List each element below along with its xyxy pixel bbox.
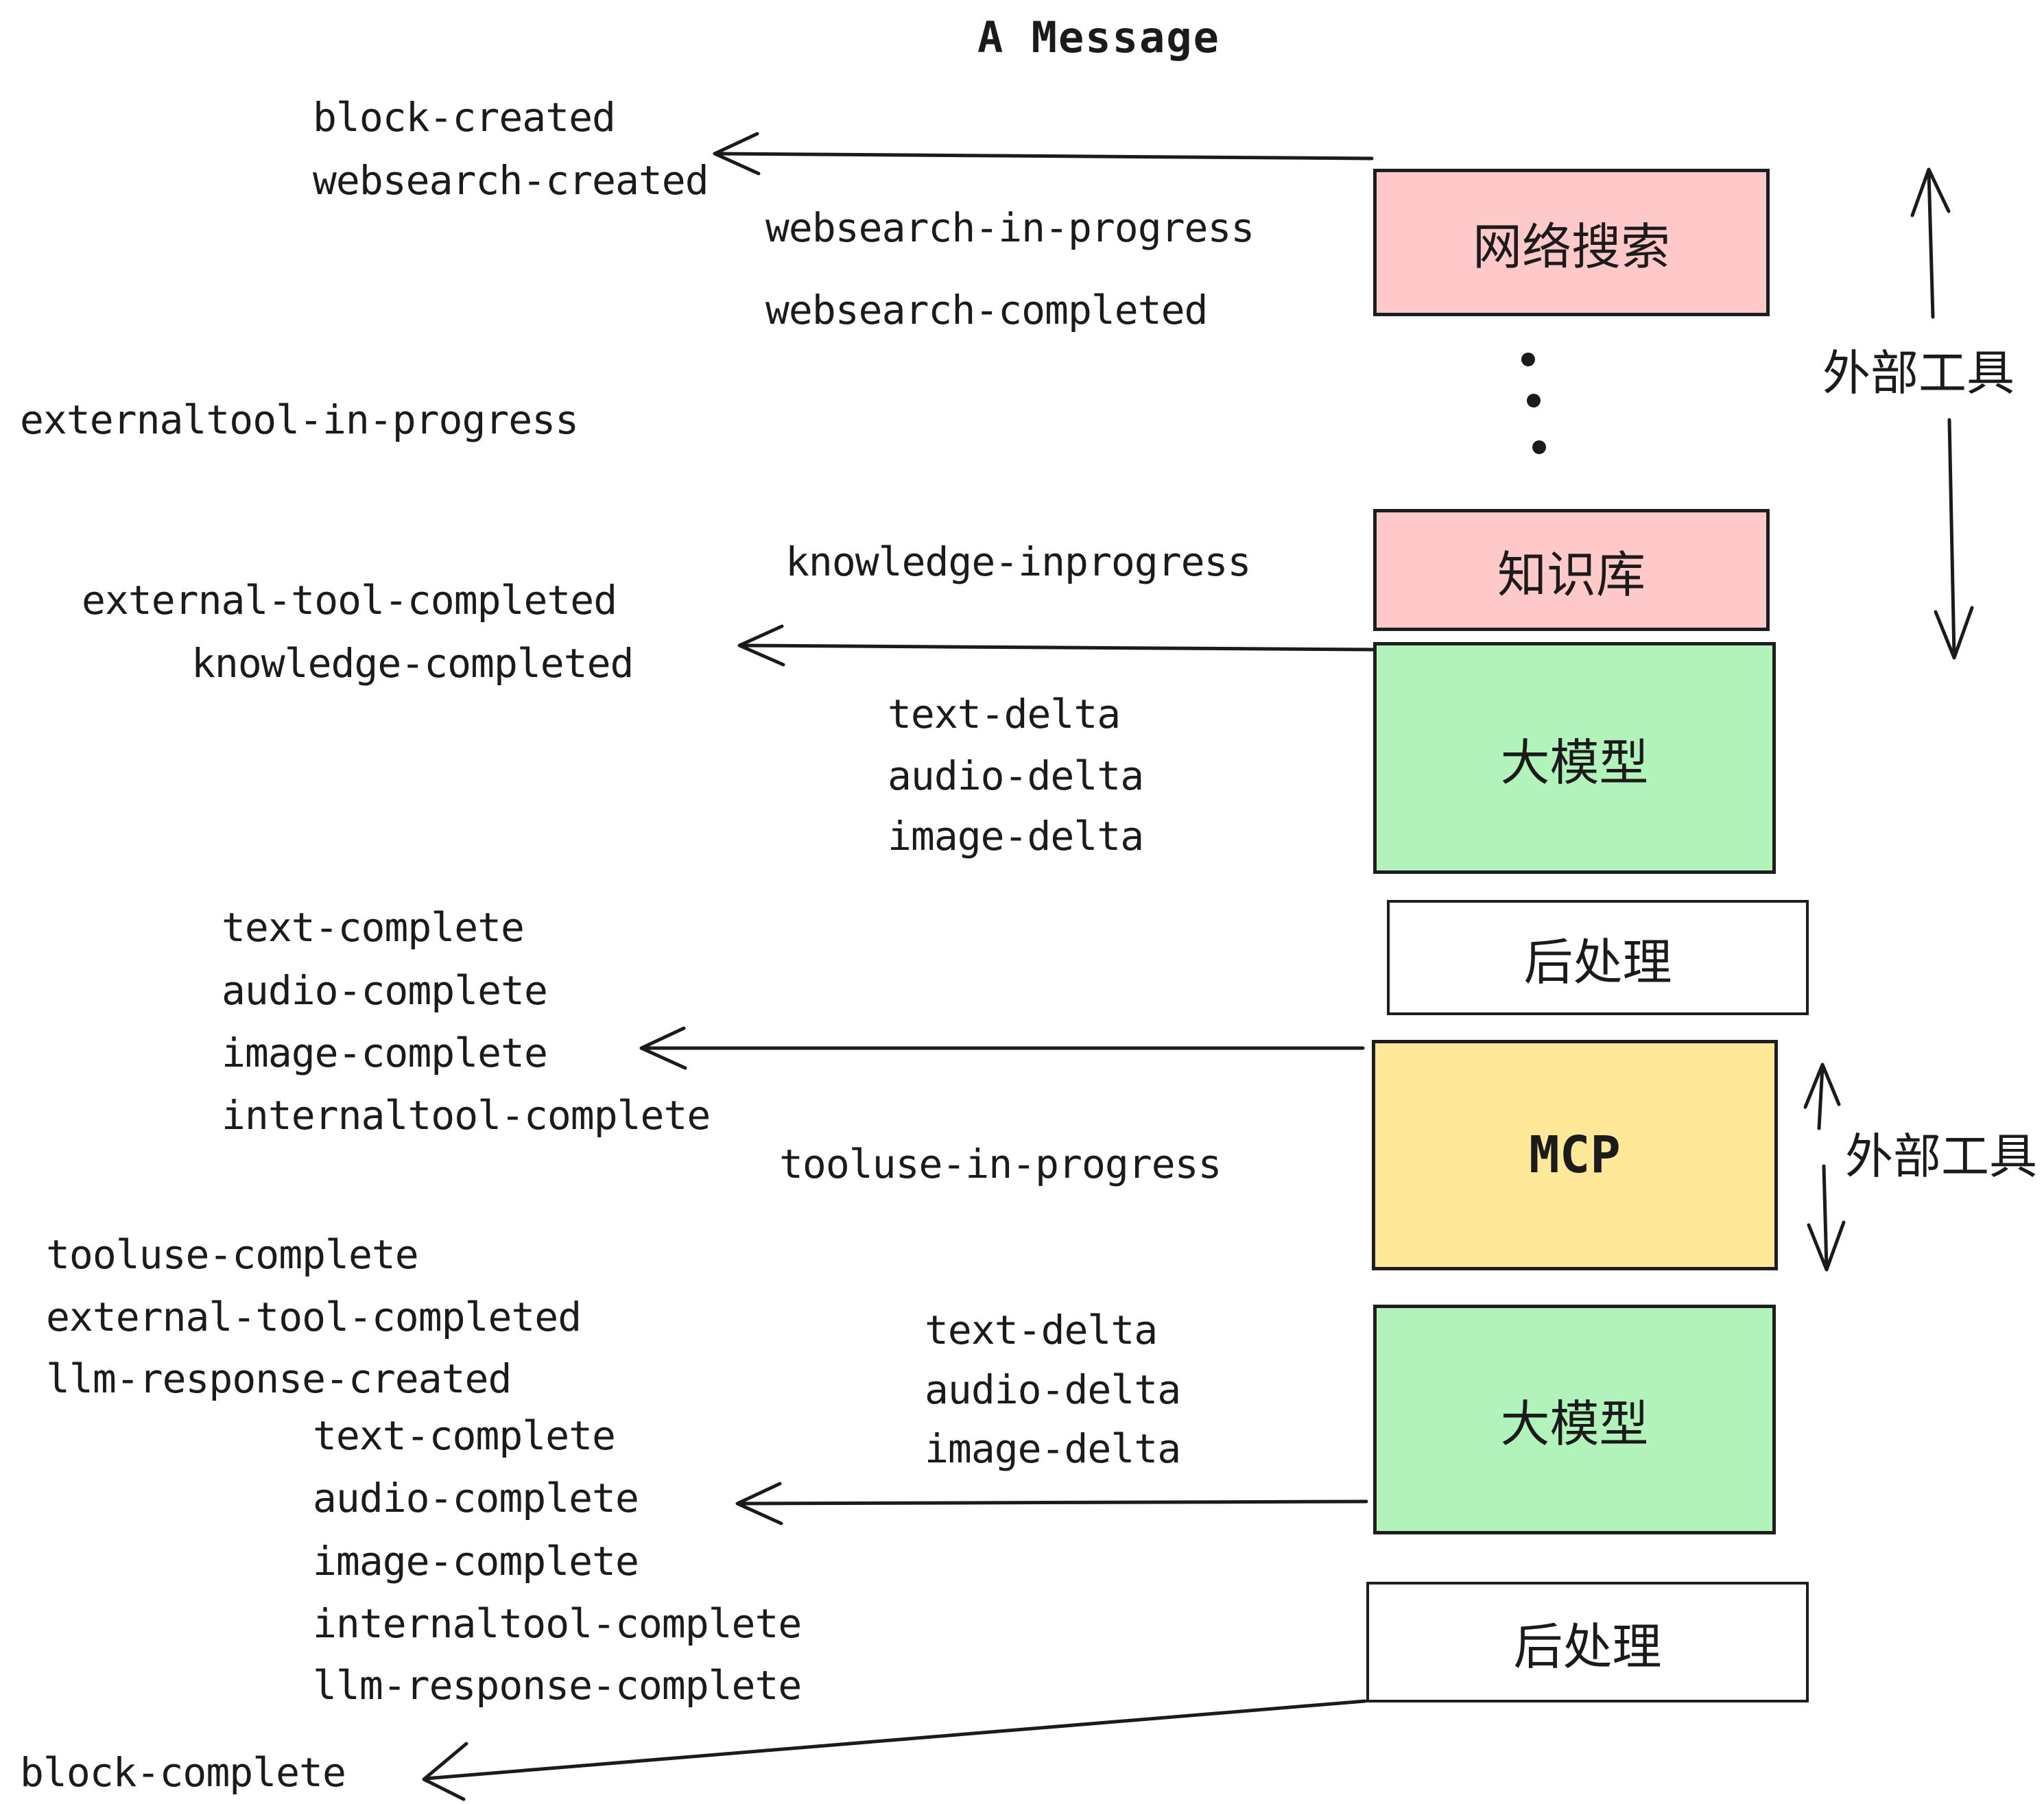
event-internaltool-complete-1: internaltool-complete (222, 1092, 711, 1139)
box-knowledge-label: 知识库 (1497, 545, 1645, 604)
event-audio-complete-2: audio-complete (313, 1475, 639, 1521)
event-llm-response-created: llm-response-created (46, 1355, 512, 1402)
box-llm-1: 大模型 (1373, 642, 1776, 874)
box-postprocess-1: 后处理 (1387, 900, 1809, 1015)
arrow-knowledge-completed (737, 624, 1375, 667)
event-knowledge-inprogress: knowledge-inprogress (785, 538, 1251, 585)
event-text-complete-1: text-complete (222, 904, 525, 951)
arrow-mcp-external-up (1803, 1063, 1841, 1130)
event-externaltool-in-progress: externaltool-in-progress (20, 396, 579, 443)
arrow-external-tools-down (1934, 418, 1974, 660)
arrow-mcp-external-down (1807, 1164, 1846, 1272)
label-external-tools-mcp: 外部工具 (1845, 1128, 2037, 1185)
event-internaltool-complete-2: internaltool-complete (313, 1600, 802, 1647)
event-tooluse-complete: tooluse-complete (46, 1231, 419, 1278)
event-block-complete: block-complete (20, 1749, 346, 1796)
box-knowledge: 知识库 (1373, 509, 1770, 631)
event-knowledge-completed: knowledge-completed (191, 640, 634, 687)
box-postprocess-1-label: 后处理 (1523, 933, 1672, 991)
event-text-delta-2: text-delta (925, 1307, 1158, 1353)
event-llm-response-complete: llm-response-complete (313, 1662, 802, 1709)
box-websearch: 网络搜索 (1373, 169, 1770, 316)
box-mcp: MCP (1372, 1040, 1778, 1270)
box-postprocess-2-label: 后处理 (1513, 1617, 1662, 1676)
box-llm-2: 大模型 (1373, 1305, 1776, 1534)
box-websearch-label: 网络搜索 (1472, 218, 1670, 276)
event-external-tool-completed-2: external-tool-completed (46, 1294, 582, 1340)
arrow-websearch-created (713, 132, 1374, 176)
box-mcp-label: MCP (1529, 1126, 1621, 1185)
arrow-external-tools-up (1910, 167, 1951, 319)
box-llm-1-label: 大模型 (1500, 733, 1649, 792)
diagram-title: A Message (977, 12, 1220, 62)
event-audio-delta-1: audio-delta (888, 752, 1144, 799)
event-external-tool-completed: external-tool-completed (82, 577, 617, 624)
arrow-block-complete (422, 1699, 1367, 1801)
vertical-ellipsis-icon (1521, 353, 1546, 454)
event-websearch-completed: websearch-completed (765, 287, 1208, 333)
event-image-delta-1: image-delta (888, 813, 1144, 859)
arrow-image-complete (639, 1026, 1365, 1070)
label-external-tools-top: 外部工具 (1822, 345, 2015, 401)
event-text-delta-1: text-delta (888, 691, 1121, 737)
event-audio-complete-1: audio-complete (222, 967, 548, 1014)
box-postprocess-2: 后处理 (1366, 1582, 1809, 1702)
event-text-complete-2: text-complete (313, 1412, 616, 1459)
event-websearch-in-progress: websearch-in-progress (765, 204, 1255, 251)
box-llm-2-label: 大模型 (1500, 1395, 1649, 1453)
event-image-delta-2: image-delta (925, 1425, 1181, 1472)
event-image-complete-2: image-complete (313, 1538, 639, 1585)
arrow-audio-complete (735, 1482, 1368, 1526)
event-tooluse-in-progress: tooluse-in-progress (779, 1141, 1222, 1187)
event-websearch-created: websearch-created (313, 157, 709, 204)
event-block-created: block-created (313, 94, 616, 141)
event-audio-delta-2: audio-delta (925, 1366, 1181, 1413)
event-image-complete-1: image-complete (222, 1030, 548, 1076)
